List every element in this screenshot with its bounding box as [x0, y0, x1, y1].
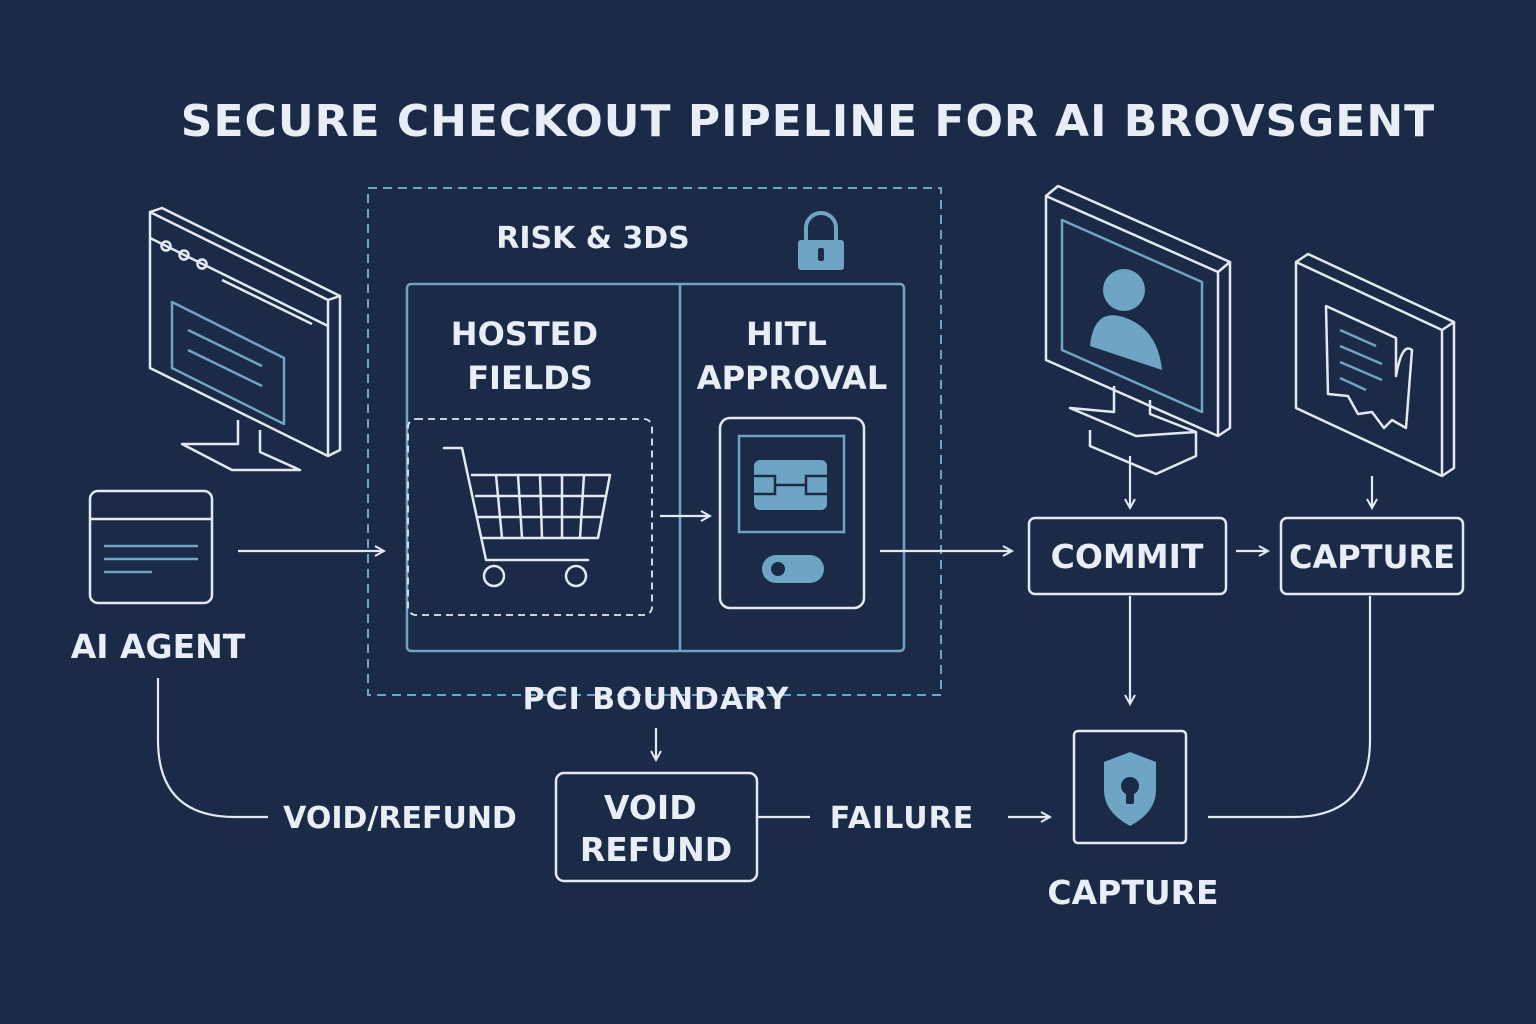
- user-monitor-icon: [1044, 184, 1232, 476]
- commit-label: COMMIT: [1051, 537, 1204, 576]
- diagram-title: SECURE CHECKOUT PIPELINE FOR AI BROVSGEN…: [181, 96, 1435, 147]
- edge-label-void-refund: VOID/REFUND: [283, 801, 517, 836]
- card-terminal-icon: [718, 416, 866, 610]
- pci-boundary-label: PCI BOUNDARY: [523, 682, 790, 717]
- agent-window-icon: [88, 489, 214, 605]
- receipt-tablet-icon: [1294, 252, 1456, 478]
- capture-box-top: [1279, 516, 1465, 596]
- pci-inner-panel: [405, 282, 906, 653]
- line-agent-to-void-label: [156, 678, 268, 819]
- risk-3ds-label: RISK & 3DS: [496, 221, 690, 256]
- shopping-cart-icon: [442, 446, 612, 588]
- line-capture-to-shield: [1208, 596, 1372, 819]
- edge-label-failure: FAILURE: [830, 801, 974, 836]
- lock-icon: [798, 211, 844, 270]
- capture-shield-box: [1072, 729, 1188, 845]
- capture-top-label: CAPTURE: [1289, 538, 1455, 576]
- agent-label: AI AGENT: [71, 627, 246, 666]
- connectors: [156, 456, 1372, 819]
- hitl-approval-label: HITL APPROVAL: [697, 315, 887, 397]
- void-refund-label: VOID REFUND: [580, 788, 732, 869]
- capture-bottom-label: CAPTURE: [1047, 873, 1218, 912]
- shield-keyhole-icon: [1104, 752, 1156, 826]
- pci-boundary-frame: [367, 187, 942, 696]
- commit-box: [1027, 516, 1228, 596]
- void-refund-box: [554, 771, 759, 883]
- hosted-fields-frame: [407, 418, 653, 616]
- browser-monitor-icon: [148, 206, 342, 472]
- hosted-fields-label: HOSTED FIELDS: [451, 315, 609, 397]
